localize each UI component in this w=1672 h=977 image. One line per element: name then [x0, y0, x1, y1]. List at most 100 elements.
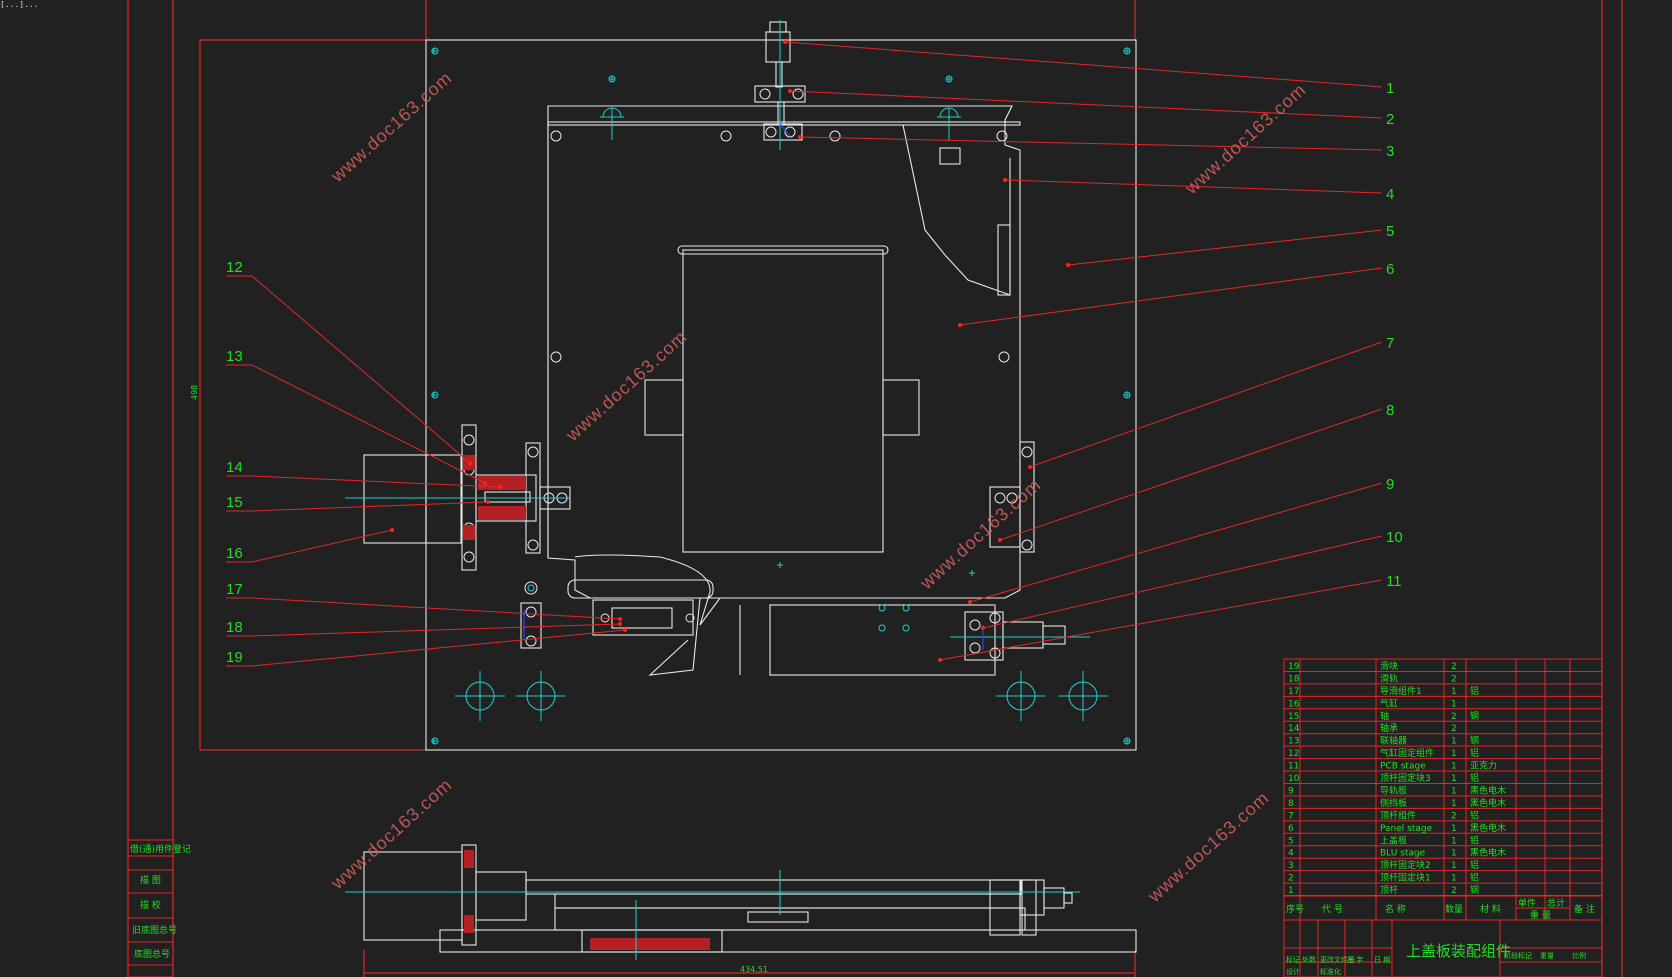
- bom-cell-qty: 1: [1451, 849, 1457, 859]
- watermark: www.doc163.com: [327, 774, 456, 893]
- callout-3: 3: [1386, 143, 1394, 160]
- callout-13: 13: [226, 348, 243, 365]
- watermarks: www.doc163.com www.doc163.com www.doc163…: [327, 67, 1310, 906]
- bom-cell-no: 17: [1288, 687, 1299, 697]
- bom-cell-no: 8: [1288, 799, 1294, 809]
- bom-cell-name: 联轴器: [1380, 735, 1407, 747]
- bom-cell-no: 9: [1288, 786, 1294, 796]
- bom-header-cell: 单件: [1518, 897, 1536, 909]
- callout-12: 12: [226, 259, 243, 276]
- bom-cell-name: 顶杆固定块1: [1380, 872, 1431, 884]
- left-strip-labels: 借(通)用件登记 描 图 描 校 旧底图总号 底图总号: [130, 843, 191, 960]
- bom-cell-no: 15: [1288, 712, 1299, 722]
- bom-cell-note: 铝: [1470, 809, 1479, 821]
- callout-11: 11: [1386, 573, 1402, 590]
- title-block-cell: 日 期: [1374, 956, 1390, 964]
- left-strip: [127, 839, 174, 977]
- callout-labels: 1 2 3 4 5 6 7 8 9 10 11 12 13 14 15 16 1…: [226, 80, 1403, 666]
- vertical-dimension: 498: [190, 385, 199, 400]
- callout-7: 7: [1386, 335, 1394, 352]
- bom-cell-name: 滑块: [1380, 660, 1398, 672]
- bom-cell-qty: 2: [1451, 724, 1457, 734]
- bom-cell-qty: 1: [1451, 749, 1457, 759]
- title-block-small: 标记 处数 更改文件号 签 字 日 期 设计 标准化 阶段标记 重量 比例: [1286, 951, 1586, 976]
- bom-cell-qty: 1: [1451, 874, 1457, 884]
- bom-cell-qty: 2: [1451, 811, 1457, 821]
- bom-cell-name: 顶杆组件: [1380, 809, 1416, 821]
- bom-cell-note: 黑色电木: [1470, 784, 1506, 796]
- bom-cell-note: 钢: [1470, 884, 1479, 896]
- strip-label: 描 校: [140, 899, 161, 911]
- bom-header-cell: 材 料: [1480, 903, 1501, 915]
- callout-5: 5: [1386, 223, 1394, 240]
- bom-header-cell: 总计: [1547, 897, 1565, 909]
- bom-cell-note: 铝: [1470, 685, 1479, 697]
- bom-header: 序号 代 号 名 称 数量 材 料 单件 总计 备 注 重 量: [1286, 897, 1595, 921]
- bom-cell-no: 18: [1288, 674, 1300, 684]
- bom-cell-name: 导滑组件1: [1380, 685, 1422, 697]
- bom-cell-qty: 1: [1451, 861, 1457, 871]
- bom-cell-name: 气缸固定组件: [1380, 747, 1434, 759]
- bom-cell-qty: 2: [1451, 662, 1457, 672]
- screw-holes: [463, 88, 1033, 659]
- title-block-cell: 更改文件号: [1320, 955, 1355, 964]
- bom-cell-qty: 2: [1451, 886, 1457, 896]
- bom-cell-name: 顶杆固定块2: [1380, 859, 1431, 871]
- bom-cell-qty: 1: [1451, 737, 1457, 747]
- bom-cell-qty: 1: [1451, 799, 1457, 809]
- strip-label: 底图总号: [134, 948, 170, 960]
- bom-cell-qty: 2: [1451, 712, 1457, 722]
- bom-cell-qty: 2: [1451, 674, 1457, 684]
- bom-cell-no: 4: [1288, 849, 1294, 859]
- corner-text: [...]...: [0, 0, 39, 9]
- bom-header-cell: 序号: [1286, 903, 1304, 915]
- bom-cell-note: 钢: [1470, 710, 1479, 722]
- callout-14: 14: [226, 459, 243, 476]
- title-block-cell: 标准化: [1320, 967, 1341, 976]
- callout-10: 10: [1386, 529, 1403, 546]
- bom-cell-qty: 1: [1451, 699, 1457, 709]
- bom-cell-name: 侧挡板: [1380, 797, 1407, 809]
- bom-cell-no: 19: [1288, 662, 1300, 672]
- bom-header-sub: 重 量: [1530, 909, 1551, 921]
- callout-19: 19: [226, 649, 243, 666]
- bom-cell-name: Panel stage: [1380, 824, 1433, 834]
- bom-cell-qty: 1: [1451, 687, 1457, 697]
- bom-cell-no: 13: [1288, 737, 1299, 747]
- bom-cell-no: 5: [1288, 836, 1294, 846]
- bom-cell-name: 上盖板: [1380, 834, 1407, 846]
- bom-cell-note: 铝: [1470, 747, 1479, 759]
- title-block-cell: 比例: [1572, 951, 1586, 960]
- bom-cell-note: 铝: [1470, 872, 1479, 884]
- bom-cell-note: 铝: [1470, 834, 1479, 846]
- bom-header-cell: 数量: [1445, 903, 1463, 915]
- strip-label: 描 图: [140, 874, 161, 886]
- callout-2: 2: [1386, 111, 1394, 128]
- bom-cell-no: 3: [1288, 861, 1294, 871]
- drawing-title: 上盖板装配组件: [1406, 942, 1511, 960]
- bom-cell-note: 钢: [1470, 735, 1479, 747]
- watermark: www.doc163.com: [1181, 79, 1310, 198]
- bom-cell-name: 轴: [1380, 710, 1389, 722]
- bom-cell-no: 16: [1288, 699, 1300, 709]
- bom-table: [1283, 658, 1603, 977]
- bom-cell-no: 7: [1288, 811, 1294, 821]
- bom-cell-name: 顶杆固定块3: [1380, 772, 1431, 784]
- title-block-cell: 标记: [1286, 955, 1300, 964]
- callout-4: 4: [1386, 186, 1394, 203]
- hidden-lines: [523, 123, 984, 650]
- callout-8: 8: [1386, 402, 1394, 419]
- drawing-frame: [127, 0, 1623, 977]
- bom-cell-name: 导轨板: [1380, 784, 1407, 796]
- title-block-cell: 重量: [1540, 952, 1554, 960]
- bom-cell-qty: 1: [1451, 824, 1457, 834]
- bom-cell-name: 滑轨: [1380, 672, 1398, 684]
- center-marks: [345, 20, 1131, 745]
- callout-1: 1: [1386, 80, 1394, 97]
- leader-dots: [390, 40, 1070, 662]
- callout-15: 15: [226, 494, 243, 511]
- callout-6: 6: [1386, 261, 1394, 278]
- callout-18: 18: [226, 619, 243, 636]
- title-block-cell: 签 字: [1347, 955, 1363, 964]
